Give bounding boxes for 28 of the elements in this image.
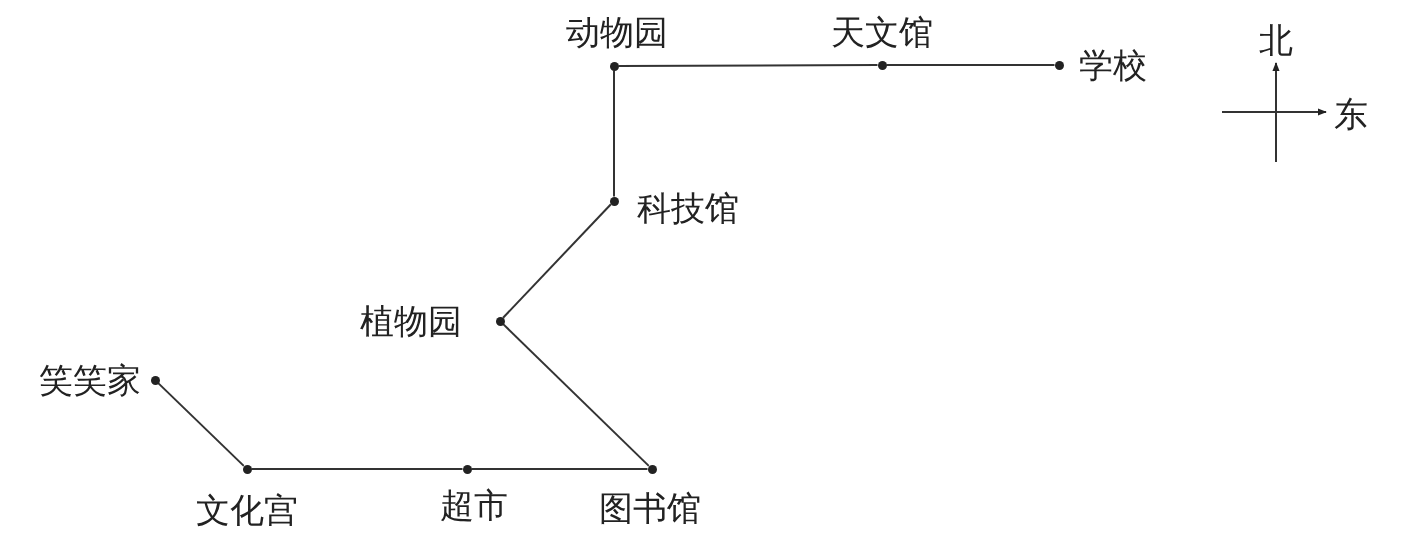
route-line <box>502 203 612 319</box>
location-dot <box>242 464 252 474</box>
route-line <box>250 468 464 470</box>
place-name: 天文馆 <box>831 12 933 52</box>
place-name: 动物园 <box>566 12 668 52</box>
direction-label: 东 <box>1334 94 1368 134</box>
place-name: 学校 <box>1079 45 1147 85</box>
place-name: 图书馆 <box>599 488 701 528</box>
place-name: 文化宫 <box>196 490 298 530</box>
place-name: 科技馆 <box>637 188 739 228</box>
location-dot <box>462 464 472 474</box>
location-dot <box>877 60 887 70</box>
location-dot <box>609 61 619 71</box>
place-name: 笑笑家 <box>39 360 141 400</box>
place-name: 植物园 <box>360 301 462 341</box>
place-name: 超市 <box>440 485 508 525</box>
location-dot <box>495 316 505 326</box>
route-line <box>617 64 879 67</box>
location-dot <box>609 196 619 206</box>
location-dot <box>647 464 657 474</box>
route-line <box>157 382 245 467</box>
location-dot <box>150 375 160 385</box>
location-dot <box>1054 60 1064 70</box>
direction-label: 北 <box>1259 20 1293 60</box>
route-line <box>470 468 649 470</box>
route-line <box>502 323 650 467</box>
route-line <box>885 64 1056 66</box>
route-line <box>613 69 615 198</box>
